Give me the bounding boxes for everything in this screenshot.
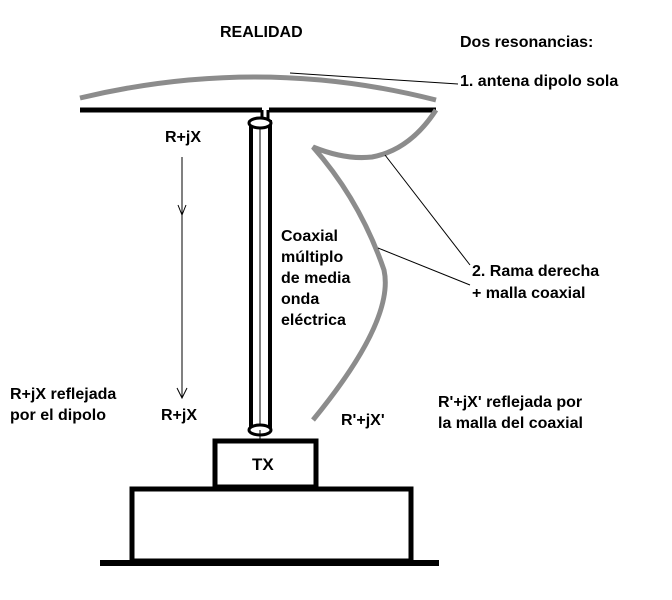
bottom-impedance: R+jX [161, 407, 198, 424]
shield-impedance: R'+jX' [341, 412, 385, 429]
base-box [129, 486, 414, 564]
resonance-2-line2: + malla coaxial [472, 285, 586, 302]
arrowhead-bottom [176, 387, 188, 400]
resonance-1: 1. antena dipolo sola [460, 73, 619, 90]
leader-line-2b [377, 247, 471, 286]
left-reflected-1: R+jX reflejada [10, 386, 117, 403]
right-reflected-2: la malla del coaxial [438, 415, 583, 432]
tx-box [212, 438, 319, 490]
resonance-2-line1: 2. Rama derecha [472, 263, 600, 280]
arrowhead-mid [177, 204, 187, 217]
shield-current-curve [311, 108, 439, 422]
top-impedance: R+jX [165, 129, 202, 146]
dipole-current-curve [79, 74, 437, 103]
coax-label-1: Coaxial [281, 228, 338, 245]
coax-label-4: onda [281, 291, 320, 308]
left-reflected-2: por el dipolo [10, 407, 106, 424]
right-reflected-1: R'+jX' reflejada por [438, 394, 583, 411]
leader-line-2a [384, 154, 471, 266]
coax-top-end [247, 116, 273, 130]
coax-label-3: de media [281, 270, 351, 287]
resonances-heading: Dos resonancias: [460, 34, 594, 51]
diagram-title: REALIDAD [220, 24, 303, 41]
tx-label: TX [252, 455, 274, 474]
coax-label-5: eléctrica [281, 312, 346, 329]
coax-label-2: múltiplo [281, 249, 344, 266]
leader-line-1 [289, 72, 459, 85]
